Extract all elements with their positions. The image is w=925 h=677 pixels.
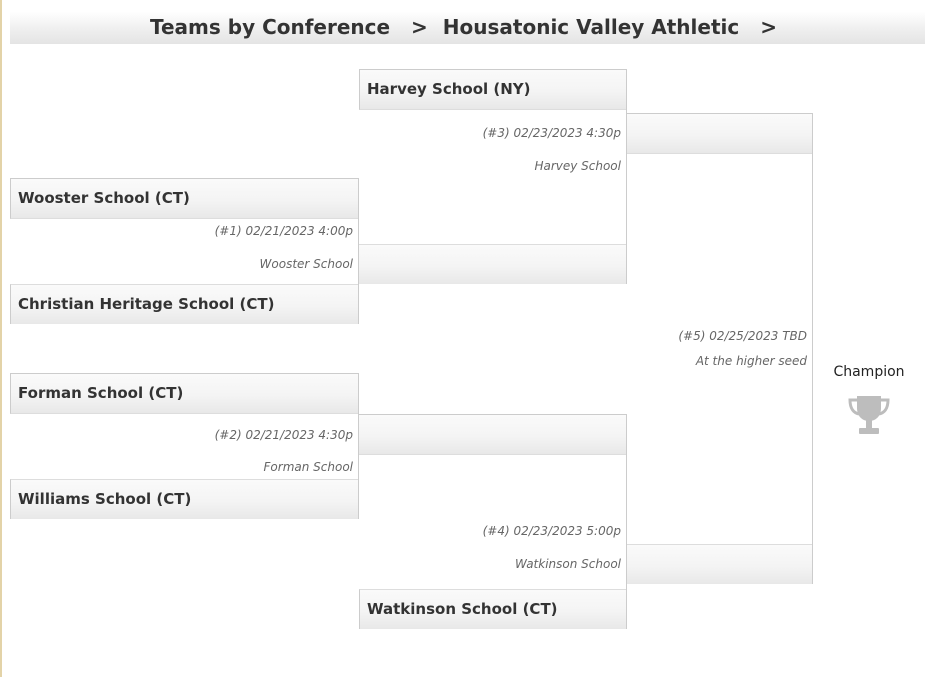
game-5-info: (#5) 02/25/2023 TBD [678,329,807,343]
team-slot-game-4-winner[interactable] [627,544,812,584]
breadcrumb-separator: > [411,15,428,39]
breadcrumb: Teams by Conference > Housatonic Valley … [10,12,925,44]
breadcrumb-teams-by-conference[interactable]: Teams by Conference [150,15,391,39]
team-slot-watkinson[interactable]: Watkinson School (CT) [359,589,626,629]
bracket-game-2: Forman School (CT) (#2) 02/21/2023 4:30p… [10,373,359,519]
game-2-info: (#2) 02/21/2023 4:30p [214,428,353,442]
game-3-info: (#3) 02/23/2023 4:30p [482,126,621,140]
left-accent-rule [0,0,2,677]
champion-label: Champion [833,364,905,380]
team-slot-game-2-winner[interactable] [359,415,626,455]
champion-block: Champion [826,362,912,438]
trophy-icon [848,396,890,434]
breadcrumb-separator: > [760,15,777,39]
breadcrumb-conference[interactable]: Housatonic Valley Athletic [442,15,740,39]
game-5-location: At the higher seed [695,354,807,368]
team-slot-forman[interactable]: Forman School (CT) [10,374,358,414]
game-4-location: Watkinson School [514,557,621,571]
game-4-info: (#4) 02/23/2023 5:00p [482,524,621,538]
bracket-game-5: (#5) 02/25/2023 TBD At the higher seed [627,113,813,584]
team-slot-game-1-winner[interactable] [359,244,626,284]
team-slot-christian-heritage[interactable]: Christian Heritage School (CT) [10,284,358,324]
team-slot-wooster[interactable]: Wooster School (CT) [10,179,358,219]
team-slot-harvey[interactable]: Harvey School (NY) [359,70,626,110]
game-1-info: (#1) 02/21/2023 4:00p [214,224,353,238]
team-slot-williams[interactable]: Williams School (CT) [10,479,358,519]
team-slot-game-3-winner[interactable] [627,114,812,154]
game-1-location: Wooster School [259,257,353,271]
bracket-game-4: (#4) 02/23/2023 5:00p Watkinson School W… [359,414,627,629]
game-3-location: Harvey School [534,159,621,173]
game-2-location: Forman School [263,460,353,474]
bracket-game-3: Harvey School (NY) (#3) 02/23/2023 4:30p… [359,69,627,284]
bracket-game-1: Wooster School (CT) (#1) 02/21/2023 4:00… [10,178,359,324]
